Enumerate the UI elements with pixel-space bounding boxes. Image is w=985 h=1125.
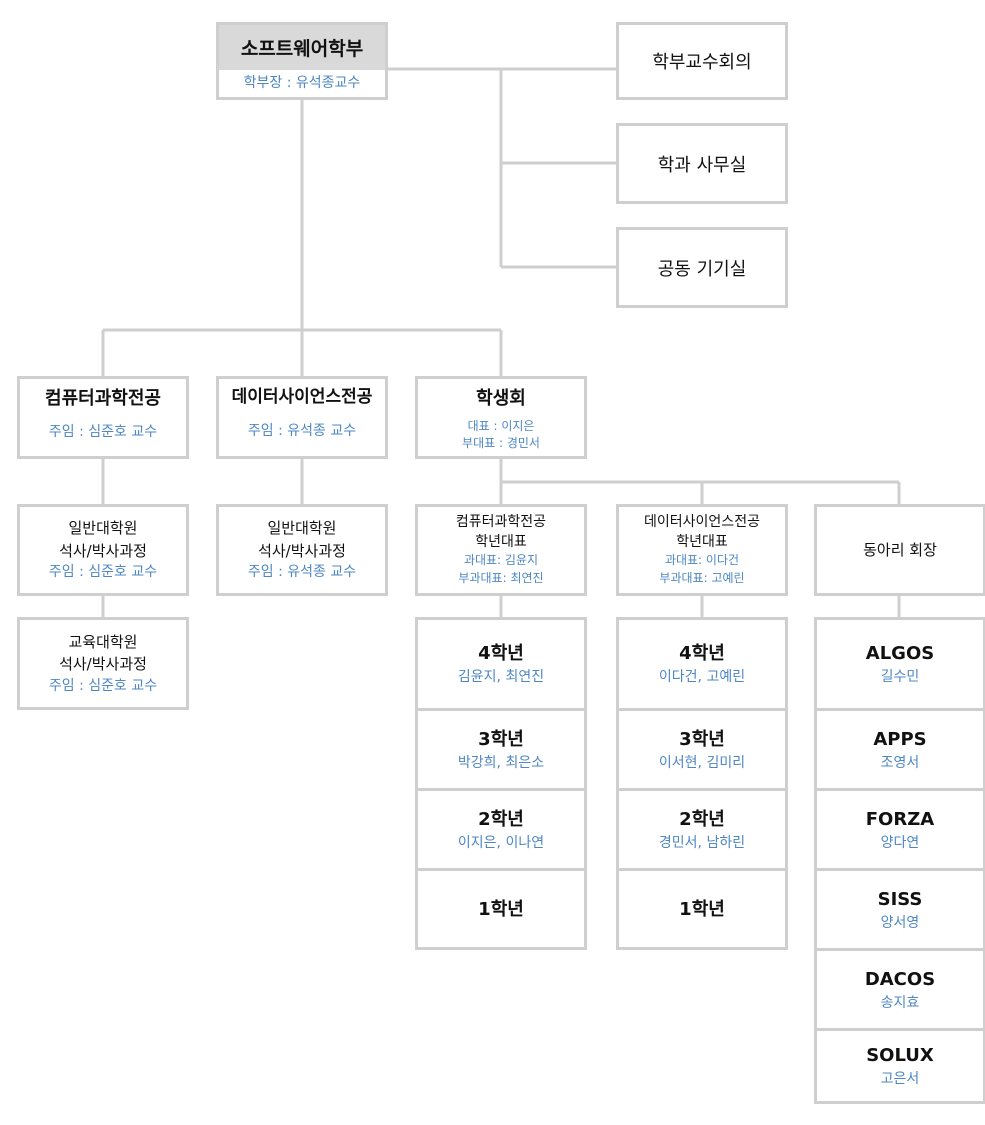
club-leader: 양다연 [880,834,920,851]
grad-head: 주임 : 심준호 교수 [48,564,158,580]
grad-box-cs-edu: 교육대학원 석사/박사과정 주임 : 심준호 교수 [17,617,189,710]
class-rep-rep: 과대표: 김윤지 [463,553,539,568]
grad-line2: 석사/박사과정 [59,541,147,560]
club-presidents-title: 동아리 회장 [863,540,937,559]
year-cell: 2학년 경민서, 남하린 [619,791,785,871]
year-names: 김윤지, 최연진 [457,669,545,685]
year-names: 박강희, 최은소 [457,754,545,771]
year-cell: 3학년 박강희, 최은소 [418,711,584,791]
club-cell: FORZA 양다연 [817,791,983,871]
student-council-box: 학생회 대표 : 이지은 부대표 : 경민서 [415,376,587,459]
clubs-column: ALGOS 길수민 APPS 조영서 FORZA 양다연 SISS 양서영 DA… [814,617,985,1104]
cs-years-column: 4학년 김윤지, 최연진 3학년 박강희, 최은소 2학년 이지은, 이나연 1… [415,617,587,950]
class-rep-box-cs: 컴퓨터과학전공 학년대표 과대표: 김윤지 부과대표: 최연진 [415,504,587,596]
grad-box-cs-general: 일반대학원 석사/박사과정 주임 : 심준호 교수 [17,504,189,596]
club-cell: DACOS 송지효 [817,951,983,1031]
year-grade: 2학년 [478,808,524,830]
council-title: 학생회 [476,388,526,409]
major-box-ds: 데이터사이언스전공 주임 : 유석종 교수 [216,376,388,459]
year-grade: 1학년 [478,898,524,920]
club-name: APPS [873,728,927,750]
root-title: 소프트웨어학부 [216,22,388,70]
council-vice: 부대표 : 경민서 [462,436,540,451]
major-head: 주임 : 심준호 교수 [48,424,158,440]
club-name: ALGOS [865,643,935,664]
club-presidents-box: 동아리 회장 [814,504,985,596]
year-names: 이지은, 이나연 [457,834,545,851]
class-rep-line1: 데이터사이언스전공 [644,514,760,531]
staff-label: 학과 사무실 [657,154,747,176]
class-rep-rep: 과대표: 이다건 [664,553,740,568]
grad-line2: 석사/박사과정 [59,655,147,673]
club-leader: 고은서 [880,1071,920,1087]
root-head-label: 학부장 : 유석종교수 [243,75,361,91]
grad-line1: 일반대학원 [267,519,337,537]
year-names: 이서현, 김미리 [658,754,746,771]
year-names: 이다건, 고예린 [658,669,746,685]
club-leader: 조영서 [880,754,920,771]
grad-box-ds-general: 일반대학원 석사/박사과정 주임 : 유석종 교수 [216,504,388,596]
grad-line1: 일반대학원 [68,519,138,537]
class-rep-vice: 부과대표: 고예린 [659,570,745,585]
club-name: SISS [877,888,923,910]
year-cell: 3학년 이서현, 김미리 [619,711,785,791]
staff-box-office: 학과 사무실 [616,123,788,204]
year-cell: 1학년 [418,871,584,947]
staff-box-faculty-meeting: 학부교수회의 [616,22,788,100]
major-title: 데이터사이언스전공 [231,387,373,407]
grad-line1: 교육대학원 [68,632,138,651]
year-cell: 4학년 이다건, 고예린 [619,620,785,711]
club-name: FORZA [865,808,935,830]
year-grade: 2학년 [679,808,725,830]
class-rep-vice: 부과대표: 최연진 [458,570,544,585]
year-grade: 1학년 [679,898,725,920]
council-rep: 대표 : 이지은 [467,419,535,433]
year-grade: 3학년 [478,728,524,750]
club-leader: 양서영 [880,914,920,931]
major-box-cs: 컴퓨터과학전공 주임 : 심준호 교수 [17,376,189,459]
year-cell: 4학년 김윤지, 최연진 [418,620,584,711]
class-rep-line2: 학년대표 [676,533,728,550]
class-rep-line2: 학년대표 [475,533,527,550]
year-grade: 4학년 [679,643,725,664]
grad-head: 주임 : 심준호 교수 [48,677,158,694]
ds-years-column: 4학년 이다건, 고예린 3학년 이서현, 김미리 2학년 경민서, 남하린 1… [616,617,788,950]
year-cell: 1학년 [619,871,785,947]
club-cell: SISS 양서영 [817,871,983,951]
club-cell: APPS 조영서 [817,711,983,791]
grad-line2: 석사/박사과정 [258,541,346,560]
year-grade: 3학년 [679,728,725,750]
year-names: 경민서, 남하린 [658,834,746,851]
club-leader: 길수민 [880,669,920,685]
club-name: DACOS [864,968,936,990]
class-rep-box-ds: 데이터사이언스전공 학년대표 과대표: 이다건 부과대표: 고예린 [616,504,788,596]
major-head: 주임 : 유석종 교수 [247,422,357,439]
staff-box-equipment-room: 공동 기기실 [616,227,788,308]
club-leader: 송지효 [880,994,920,1011]
staff-label: 공동 기기실 [657,258,747,280]
club-name: SOLUX [866,1045,934,1066]
club-cell: SOLUX 고은서 [817,1031,983,1101]
club-cell: ALGOS 길수민 [817,620,983,711]
staff-label: 학부교수회의 [652,52,752,73]
year-cell: 2학년 이지은, 이나연 [418,791,584,871]
grad-head: 주임 : 유석종 교수 [247,564,357,580]
root-head-box: 학부장 : 유석종교수 [216,70,388,100]
class-rep-line1: 컴퓨터과학전공 [455,514,547,531]
year-grade: 4학년 [478,643,524,664]
major-title: 컴퓨터과학전공 [45,388,161,409]
